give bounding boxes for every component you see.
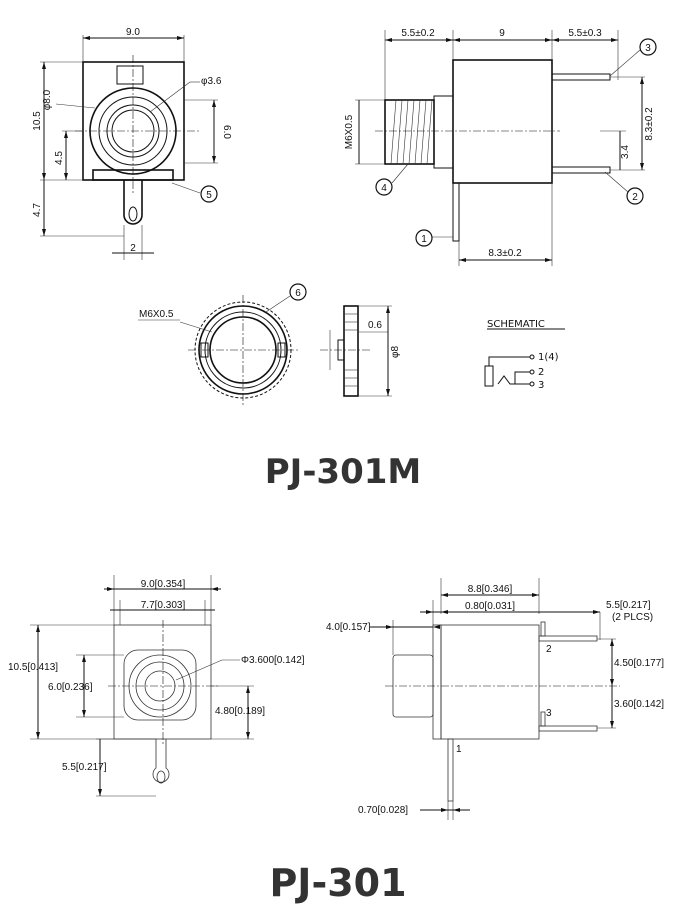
callout-4: 4: [375, 178, 393, 196]
pj301-inner-width: 7.7[0.303]: [141, 600, 186, 611]
pj301m-width-dim: 9.0: [126, 27, 140, 38]
pj301-width: 9.0[0.354]: [141, 579, 186, 590]
pj301m-nut-thread: M6X0.5: [139, 309, 174, 320]
pj301m-nut-views: M6X0.5 6 0.6 φ8: [138, 283, 401, 405]
svg-text:6: 6: [295, 288, 301, 299]
pj301-pin-len: 5.5[0.217]: [62, 762, 107, 773]
svg-text:4: 4: [381, 183, 387, 194]
pj301m-center-dim: 6.0: [221, 125, 232, 139]
pj301-front-view: 9.0[0.354] 7.7[0.303] 10.5[0.413] 6.0[0.…: [8, 575, 305, 797]
pj301-flange: 0.80[0.031]: [465, 601, 515, 612]
schematic-heading: SCHEMATIC: [487, 319, 545, 330]
pj301-pin-label-2: 2: [546, 644, 552, 655]
pj301-pin-len-note: (2 PLCS): [612, 612, 653, 623]
pj301m-side-view: 5.5±0.2 9 5.5±0.3 M6X0.5 8.3±0.2: [344, 28, 657, 266]
pj301m-schematic: SCHEMATIC 1(4) 2 3: [484, 319, 565, 391]
pj301m-title: PJ-301M: [265, 452, 422, 492]
pj301m-right-len: 5.5±0.3: [568, 28, 602, 39]
pj301m-nut-thickness: 0.6: [368, 320, 382, 331]
pj301m-pin-offset: 3.4: [620, 145, 631, 159]
pj301m-thread: M6X0.5: [344, 114, 355, 149]
pj301-pin-label-3: 3: [546, 708, 552, 719]
pj301-pin-gap: 4.50[0.177]: [614, 658, 664, 669]
pj301m-height-dim: 10.5: [32, 111, 43, 131]
pj301-side-view: 8.8[0.346] 0.80[0.031] 5.5[0.217] (2 PLC…: [326, 578, 664, 820]
pj301-hole-dia: Φ3.600[0.142]: [241, 655, 305, 666]
pj301-nose: 4.0[0.157]: [326, 622, 371, 633]
pj301-pin-low: 3.60[0.142]: [614, 699, 664, 710]
pj301m-pin-length-dim: 4.7: [32, 203, 43, 217]
pj301m-lower-dim: 4.5: [54, 151, 65, 165]
svg-text:2: 2: [632, 192, 638, 203]
pj301-center: 6.0[0.236]: [48, 682, 93, 693]
schematic-pin-3: 3: [538, 380, 544, 391]
pj301m-outer-dia: φ8.0: [42, 89, 53, 110]
pj301-body-len: 8.8[0.346]: [468, 584, 513, 595]
pj301-lower: 4.80[0.189]: [215, 706, 265, 717]
pj301-title: PJ-301: [269, 861, 406, 905]
svg-text:5: 5: [206, 190, 212, 201]
pj301-pin-width: 0.70[0.028]: [358, 805, 408, 816]
pj301m-hole-dia: φ3.6: [201, 76, 222, 87]
callout-1: 1: [415, 229, 433, 247]
pj301m-body-len: 9: [499, 28, 505, 39]
svg-text:3: 3: [645, 43, 651, 54]
svg-text:1: 1: [421, 234, 427, 245]
schematic-pin-2: 2: [538, 367, 544, 378]
callout-2: 2: [626, 187, 644, 205]
callout-6: 6: [289, 283, 307, 301]
pj301m-pin-width: 2: [130, 243, 136, 254]
pj301-pin-label-1: 1: [456, 744, 462, 755]
schematic-pin-1: 1(4): [538, 352, 559, 363]
pj301m-bottom-span: 8.3±0.2: [488, 248, 522, 259]
pj301m-pin-span: 8.3±0.2: [644, 107, 655, 141]
pj301m-left-len: 5.5±0.2: [401, 28, 435, 39]
callout-5: 5: [200, 185, 218, 203]
pj301m-nut-dia: φ8: [390, 346, 401, 358]
pj301-height: 10.5[0.413]: [8, 662, 58, 673]
pj301m-front-view: 9.0 10.5 4.5 4.7 φ8.0: [32, 27, 232, 260]
pj301-pin-len-2: 5.5[0.217]: [606, 600, 651, 611]
callout-3: 3: [639, 38, 657, 56]
